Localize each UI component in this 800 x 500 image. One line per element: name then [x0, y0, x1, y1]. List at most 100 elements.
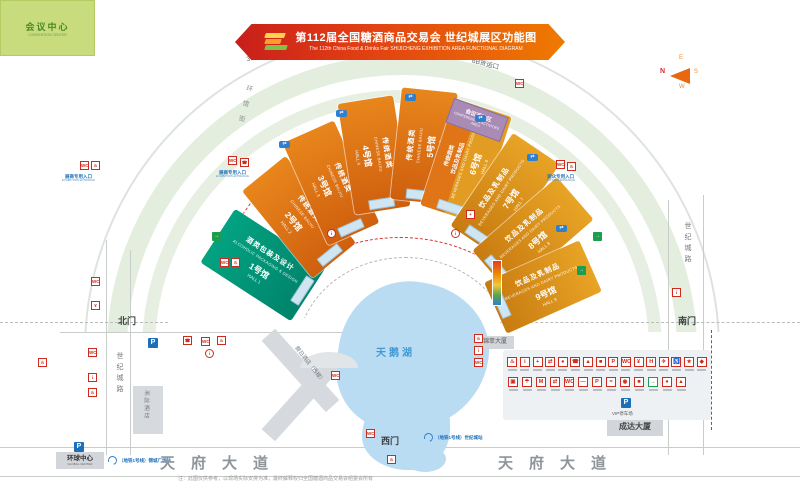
legend-icon: ¥	[633, 357, 644, 367]
parking-icon: P	[74, 442, 84, 452]
convention-center-label: 会议中心	[25, 21, 70, 32]
toilet-icon: WC	[515, 79, 524, 88]
legend-icon: →	[648, 377, 658, 387]
legend-item: ●	[557, 357, 569, 371]
legend-item: ▲	[583, 357, 594, 371]
legend-caption	[676, 389, 686, 391]
legend-caption	[620, 389, 630, 391]
food-icon: ♨	[231, 258, 240, 267]
legend-caption	[536, 389, 546, 391]
legend-item: ▣	[507, 377, 519, 391]
legend-item: ♨	[507, 357, 518, 371]
exhibitor-entrance-label: 展商专用入口	[65, 174, 93, 179]
intercontinental-hotel	[133, 386, 163, 434]
title-banner: 第112届全国糖酒商品交易会 世纪城展区功能图 The 112th China …	[235, 24, 565, 60]
legend-caption	[578, 389, 588, 391]
left-road-line	[130, 250, 131, 455]
legend-caption	[508, 389, 518, 391]
entrance-exhibitor-outer: 展商专用入口 EXHIBITORS ENTRANCE	[62, 174, 95, 183]
vip-parking-label: VIP停车场	[612, 411, 633, 416]
legend-item: +	[532, 357, 543, 371]
entrance-visitor: 观众专用入口 VISITORS ENTRANCE	[546, 174, 575, 183]
compass-arrow-icon	[670, 68, 690, 84]
info-tower-icon	[492, 260, 502, 306]
legend-caption	[608, 369, 618, 371]
legend-item: ■	[595, 357, 606, 371]
global-center-label: 环球中心	[67, 454, 93, 462]
food-icon: ♨	[567, 162, 576, 171]
toilet-icon: WC	[80, 161, 89, 170]
legend-item: ✈	[658, 357, 670, 371]
legend-caption	[520, 369, 530, 371]
legend-item: ☎	[570, 357, 581, 371]
food-icon: ♨	[217, 336, 226, 345]
legend-item: M	[535, 377, 547, 391]
toilet-icon: WC	[88, 348, 97, 357]
food-icon: ♨	[474, 334, 483, 343]
fair-logo-icon	[263, 31, 289, 53]
legend-icon: ☎	[570, 357, 581, 367]
exit-icon: →	[212, 232, 221, 241]
escalator-icon: ⇄	[405, 94, 416, 101]
toilet-icon: WC	[331, 371, 340, 380]
parking-icon: P	[148, 338, 158, 348]
phone-icon: ☎	[240, 158, 249, 167]
chengda-building: 成达大厦	[607, 418, 663, 436]
legend-icon: ▲	[676, 377, 686, 387]
legend-icon: ⇄	[550, 377, 560, 387]
north-gate-line	[0, 322, 168, 323]
entrance-exhibitor-inner: 展商专用入口 EXHIBITORS ENTRANCE	[216, 170, 249, 179]
tianfu-avenue-right-label: 天府大道	[498, 455, 623, 472]
legend-caption	[545, 369, 555, 371]
south-gate-label: 南门	[678, 316, 697, 326]
metro-shijicheng-station: （地铁1号线）世纪城站	[422, 431, 483, 444]
legend-item: i	[519, 357, 531, 371]
legend-caption	[570, 369, 580, 371]
west-gate-label: 西门	[381, 436, 400, 446]
exhibitor-entrance-label-en: EXHIBITORS ENTRANCE	[216, 174, 250, 179]
legend-caption	[684, 369, 694, 371]
legend-icon: ♿	[671, 357, 682, 367]
south-gate-line	[500, 322, 800, 323]
info-icon: i	[88, 373, 97, 382]
north-gate-label: 北门	[118, 316, 137, 326]
right-road-line	[668, 200, 669, 455]
jincui-building: 锦萃大厦	[476, 336, 514, 349]
info-icon: i	[672, 288, 681, 297]
legend-icon: ▣	[508, 377, 518, 387]
legend-caption	[596, 369, 606, 371]
legend-caption	[671, 369, 681, 371]
lake-label: 天鹅湖	[376, 348, 415, 359]
legend-icon: ●	[662, 377, 672, 387]
legend-caption	[592, 389, 602, 391]
compass-icon: N E S W	[660, 55, 702, 94]
legend-icon: ●	[557, 357, 568, 367]
legend-item: ◆	[696, 357, 707, 371]
food-icon: ♨	[91, 161, 100, 170]
info-icon: i	[474, 346, 483, 355]
info-icon: i	[205, 349, 214, 358]
legend-caption	[621, 369, 631, 371]
info-icon: i	[451, 229, 460, 238]
metro-logo-icon	[106, 454, 119, 467]
legend-icon: P	[592, 377, 602, 387]
route-dashed-right	[711, 330, 712, 430]
legend-item: ⇄	[549, 377, 561, 391]
legend-caption	[583, 369, 593, 371]
exit-icon: →	[593, 232, 602, 241]
convention-center: 会议中心 CONVENTION CENTER	[0, 0, 95, 56]
exit-icon: →	[577, 266, 586, 275]
escalator-icon: ⇄	[527, 154, 538, 161]
legend-item: WC	[620, 357, 632, 371]
tianfu-avenue-left-label: 天府大道	[160, 455, 285, 472]
medical-icon: +	[466, 210, 475, 219]
legend-item: ▲	[675, 377, 687, 391]
escalator-icon: ⇄	[279, 141, 290, 148]
metro-logo-icon	[422, 431, 435, 444]
legend-item: ◉	[619, 377, 631, 391]
map-title-en: The 112th China Food & Drinks Fair SHIJI…	[309, 45, 523, 52]
legend-icon: ♨	[507, 357, 518, 367]
legend-caption	[564, 389, 574, 391]
